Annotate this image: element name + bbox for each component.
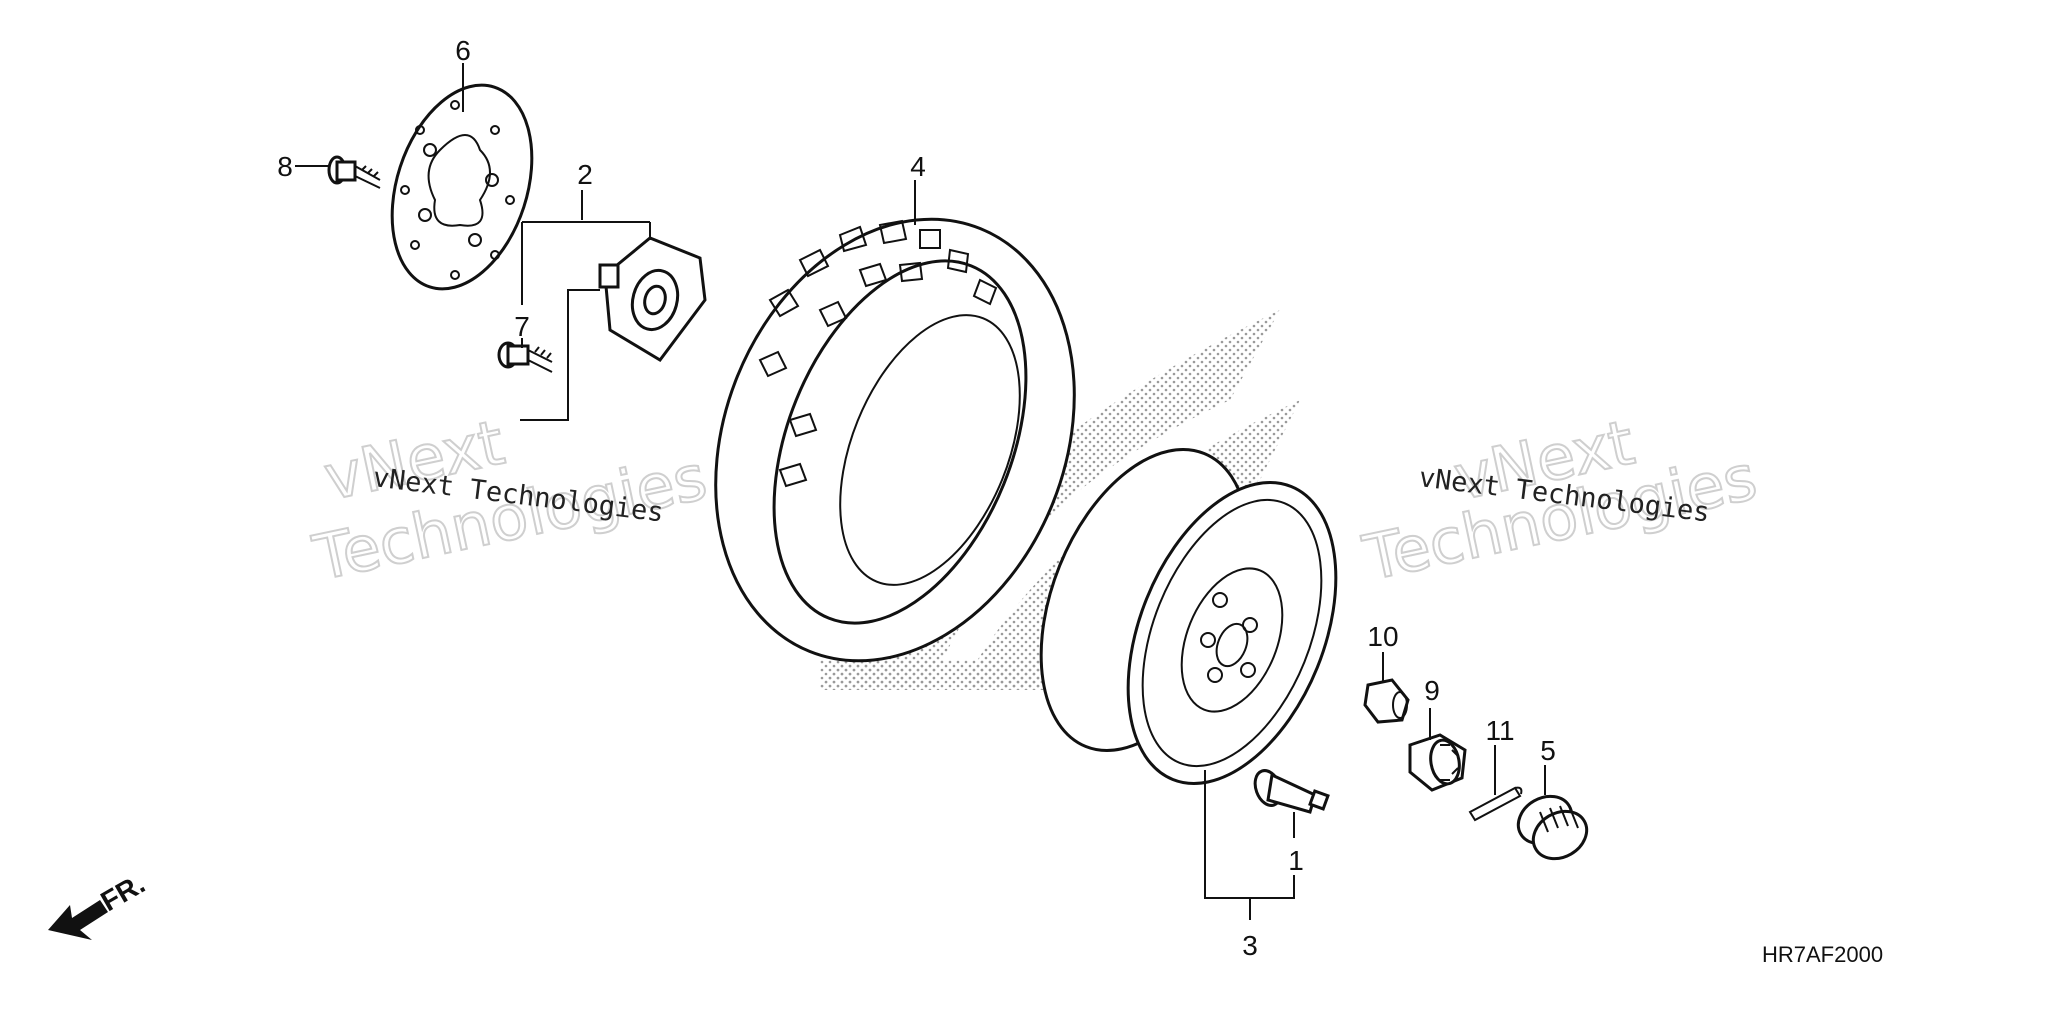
bolt-8-icon — [327, 155, 381, 189]
callout-11: 11 — [1485, 715, 1514, 746]
diagram-code: HR7AF2000 — [1762, 942, 1883, 967]
collar-10-icon — [1363, 678, 1410, 724]
callout-3: 3 — [1242, 930, 1258, 961]
callout-9: 9 — [1424, 675, 1440, 706]
callout-7: 7 — [514, 311, 530, 342]
hub-cap-5-icon — [1516, 794, 1589, 861]
callout-8: 8 — [277, 151, 293, 182]
callout-6: 6 — [455, 35, 471, 66]
leader-lines — [295, 63, 1546, 920]
hub-2-icon — [598, 236, 707, 362]
watermark-right: vNext Technologies vNext Technologies — [1356, 405, 1764, 596]
wheel-rim-3-icon — [1039, 448, 1338, 785]
callout-1: 1 — [1288, 845, 1304, 876]
front-direction-arrow: FR. — [48, 868, 150, 940]
brake-disc-6-icon — [390, 83, 534, 291]
tire-4-icon — [714, 217, 1076, 663]
cotter-pin-11-icon — [1468, 786, 1523, 822]
callouts: 6 8 2 7 4 10 9 11 5 1 3 — [277, 35, 1556, 961]
castle-nut-9-icon — [1408, 733, 1467, 792]
watermark-left: vNext Technologies vNext Technologies — [306, 405, 714, 596]
arrow-icon — [48, 900, 108, 940]
callout-5: 5 — [1540, 735, 1556, 766]
valve-stem-1-icon — [1253, 769, 1330, 814]
stud-bolt-7-icon — [497, 341, 553, 373]
callout-2: 2 — [577, 159, 593, 190]
callout-4: 4 — [910, 151, 926, 182]
callout-10: 10 — [1367, 621, 1398, 652]
